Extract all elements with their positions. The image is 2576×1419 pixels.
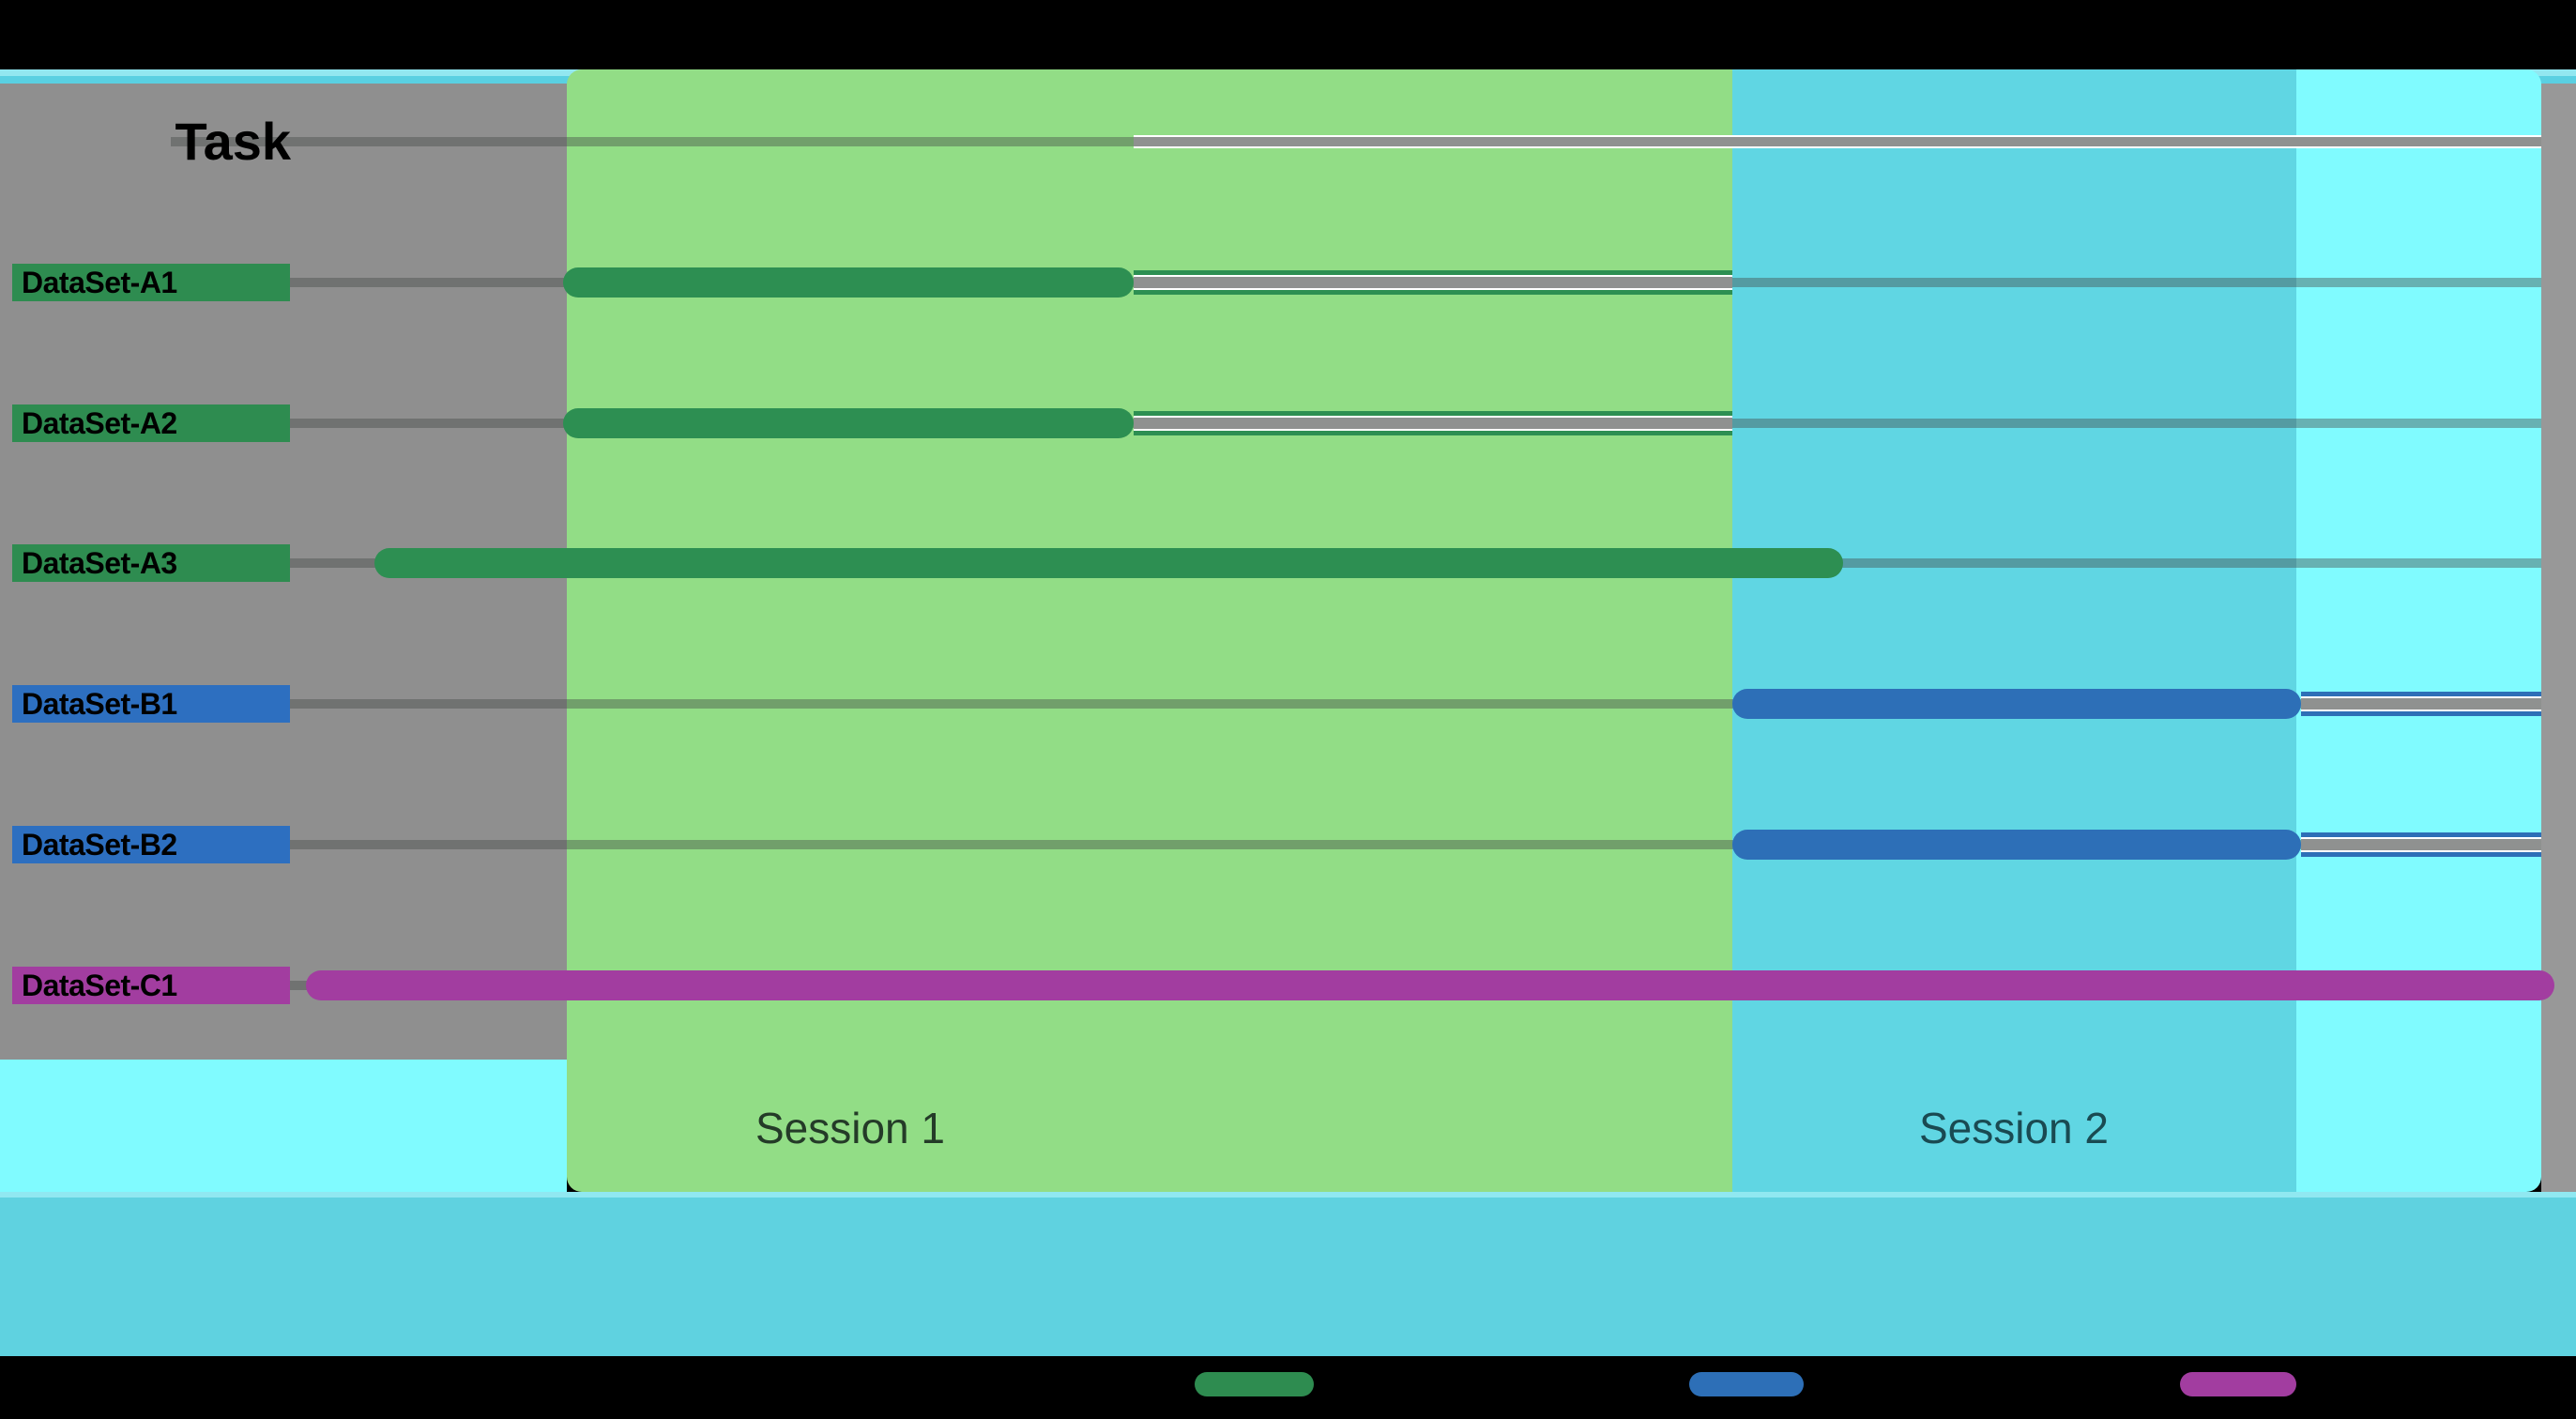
bottom-band-highlight <box>0 1192 2576 1198</box>
row-gridline <box>171 699 2541 709</box>
task-bar-dataset-a1 <box>563 267 1134 298</box>
row-label-dataset-a3: DataSet-A3 <box>12 544 290 582</box>
task-bar-dataset-b2 <box>1732 830 2301 860</box>
row-label-dataset-b2: DataSet-B2 <box>12 826 290 863</box>
axis-header-task: Task <box>175 112 291 171</box>
legend-swatch-magenta-group-C <box>2180 1372 2296 1396</box>
row-label-dataset-a1: DataSet-A1 <box>12 264 290 301</box>
bottom-band <box>0 1192 2576 1356</box>
session-track <box>2301 832 2541 857</box>
task-bar-dataset-a3 <box>374 548 1843 578</box>
task-bar-dataset-b1 <box>1732 689 2301 719</box>
session-track <box>1134 270 1732 295</box>
task-bar-dataset-a2 <box>563 408 1134 438</box>
session-track <box>1134 411 1732 435</box>
session-track <box>2301 692 2541 716</box>
row-gridline <box>171 840 2541 849</box>
offsession-band <box>2296 69 2541 1192</box>
legend-swatch-green-group-A <box>1195 1372 1314 1396</box>
right-margin-column <box>2541 84 2576 1192</box>
footer-left-band <box>0 1060 567 1192</box>
row-label-dataset-b1: DataSet-B1 <box>12 685 290 723</box>
session-label-2: Session 2 <box>1918 1104 2110 1152</box>
row-label-dataset-a2: DataSet-A2 <box>12 404 290 442</box>
task-bar-dataset-c1 <box>306 970 2554 1000</box>
session-band-1 <box>567 69 1732 1192</box>
session-band-2 <box>1732 69 2296 1192</box>
row-label-dataset-c1: DataSet-C1 <box>12 967 290 1004</box>
session-label-1: Session 1 <box>755 1104 946 1152</box>
header-row-solid-line <box>1134 135 2541 148</box>
legend-swatch-blue-group-B <box>1689 1372 1804 1396</box>
